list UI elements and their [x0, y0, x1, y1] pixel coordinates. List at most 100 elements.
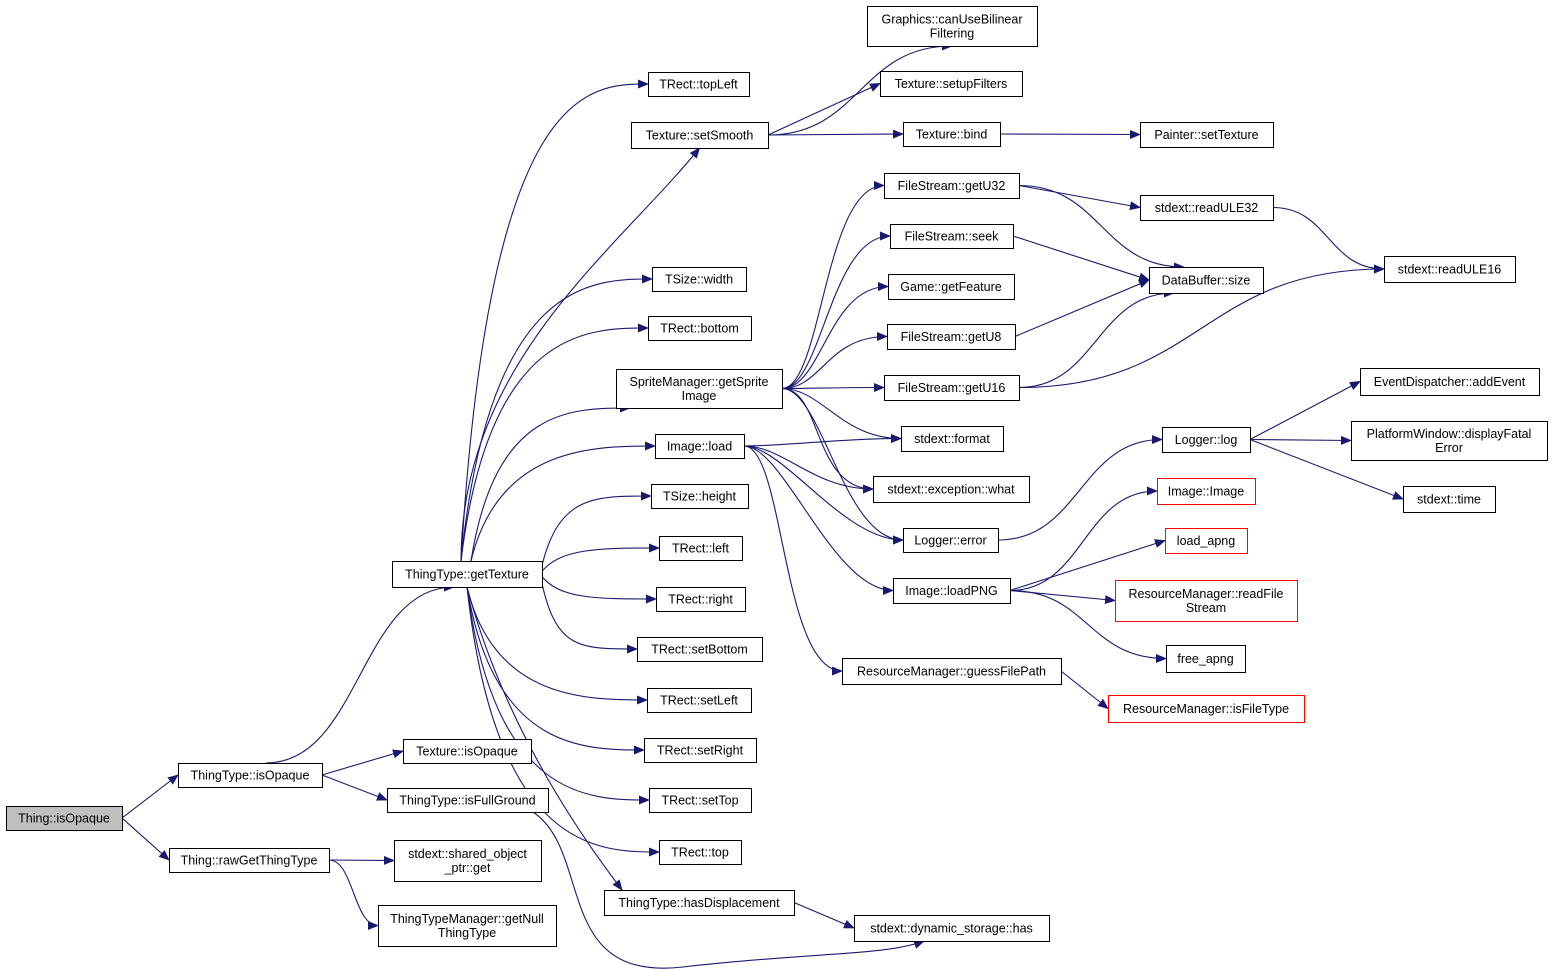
node-label-line: _ptr::get [444, 861, 491, 875]
node-box [178, 763, 323, 788]
node-stdext-format[interactable]: stdext::format [901, 426, 1004, 452]
node-box [1149, 267, 1264, 294]
node-ed-addevent[interactable]: EventDispatcher::addEvent [1360, 368, 1540, 396]
edge-fs_getu32-to-stdext_readule32 [1018, 184, 1141, 211]
node-fs-getu8[interactable]: FileStream::getU8 [887, 324, 1016, 350]
node-painter-settexture[interactable]: Painter::setTexture [1140, 122, 1274, 148]
node-trect-settop[interactable]: TRect::setTop [649, 788, 752, 813]
node-stdext-exwhat[interactable]: stdext::exception::what [873, 476, 1030, 503]
node-databuffer-size[interactable]: DataBuffer::size [1149, 267, 1264, 294]
node-game-getfeature[interactable]: Game::getFeature [888, 274, 1015, 300]
node-label-line: DataBuffer::size [1162, 274, 1251, 288]
node-tsize-height[interactable]: TSize::height [651, 484, 749, 509]
edge-tt_gettexture-to-tex_setsmooth [460, 147, 701, 562]
edge-fs_seek-to-databuffer_size [1012, 235, 1150, 282]
node-label-line: load_apng [1177, 534, 1235, 548]
node-label-line: Image::Image [1168, 485, 1244, 499]
node-trect-right[interactable]: TRect::right [656, 587, 746, 612]
node-label-line: Texture::setSmooth [646, 129, 754, 143]
node-image-loadpng[interactable]: Image::loadPNG [893, 578, 1011, 604]
node-box [631, 122, 769, 149]
node-stdext-time[interactable]: stdext::time [1403, 486, 1496, 513]
node-box [1351, 421, 1548, 461]
edge-tt_gettexture-to-trect_left [539, 543, 660, 575]
node-tt-gettexture[interactable]: ThingType::getTexture [392, 561, 543, 588]
node-tex-isopaque[interactable]: Texture::isOpaque [403, 739, 532, 764]
node-fs-seek[interactable]: FileStream::seek [890, 224, 1014, 249]
node-trect-setleft[interactable]: TRect::setLeft [647, 688, 752, 713]
node-load-apng[interactable]: load_apng [1165, 528, 1248, 554]
node-tt-hasdisp[interactable]: ThingType::hasDisplacement [604, 890, 795, 916]
node-tt-isopaque[interactable]: ThingType::isOpaque [178, 763, 323, 788]
node-thing-isopaque[interactable]: Thing::isOpaque [6, 806, 123, 831]
node-fs-getu32[interactable]: FileStream::getU32 [884, 173, 1020, 199]
node-box [169, 848, 330, 873]
node-free-apng[interactable]: free_apng [1166, 645, 1246, 673]
node-logger-error[interactable]: Logger::error [903, 528, 999, 553]
edge-sm_getsprite-to-stdext_exwhat [781, 387, 874, 494]
node-box [394, 840, 542, 882]
node-label-line: stdext::dynamic_storage::has [870, 922, 1033, 936]
edge-tex_bind-to-painter_settexture [999, 129, 1141, 139]
node-box [842, 658, 1062, 685]
edge-image_load-to-image_loadpng [743, 445, 894, 595]
node-label-line: Texture::bind [916, 128, 988, 142]
edge-tt_gettexture-to-image_load [470, 441, 656, 562]
node-shared-get[interactable]: stdext::shared_object_ptr::get [394, 840, 542, 882]
node-tex-bind[interactable]: Texture::bind [903, 122, 1001, 147]
node-tex-setsmooth[interactable]: Texture::setSmooth [631, 122, 769, 149]
node-tt-isfullground[interactable]: ThingType::isFullGround [387, 788, 549, 813]
node-box [656, 587, 746, 612]
edge-tt_isfullground-to-stdext_dynhas [532, 811, 925, 969]
edge-tt_gettexture-to-trect_setbottom [539, 573, 638, 654]
node-trect-setbottom[interactable]: TRect::setBottom [637, 637, 763, 662]
node-trect-topleft[interactable]: TRect::topLeft [648, 72, 750, 97]
node-trect-top[interactable]: TRect::top [659, 840, 742, 865]
node-label-line: FileStream::getU8 [901, 330, 1002, 344]
node-stdext-readule32[interactable]: stdext::readULE32 [1140, 195, 1274, 221]
node-label-line: ResourceManager::isFileType [1123, 702, 1289, 716]
node-box [6, 806, 123, 831]
edge-tt_gettexture-to-trect_settop [466, 586, 650, 805]
edge-image_load-to-stdext_exwhat [743, 445, 874, 494]
edge-sm_getsprite-to-fs_getu16 [781, 383, 885, 393]
node-tt-rawget[interactable]: Thing::rawGetThingType [169, 848, 330, 873]
node-tsize-width[interactable]: TSize::width [652, 267, 747, 292]
node-trect-setright[interactable]: TRect::setRight [644, 738, 757, 763]
node-label-line: stdext::shared_object [408, 847, 527, 861]
edge-tt_gettexture-to-trect_setleft [466, 586, 648, 705]
node-box [884, 375, 1020, 401]
node-logger-log[interactable]: Logger::log [1162, 427, 1251, 453]
node-fs-getu16[interactable]: FileStream::getU16 [884, 375, 1020, 401]
node-rm-isfiletype[interactable]: ResourceManager::isFileType [1108, 695, 1305, 723]
node-stdext-readule16[interactable]: stdext::readULE16 [1384, 256, 1516, 283]
node-image-image[interactable]: Image::Image [1157, 478, 1256, 505]
node-label-line: TRect::setRight [657, 744, 744, 758]
node-label-line: Filtering [930, 27, 975, 41]
edge-tt_gettexture-to-sm_getsprite [470, 403, 631, 562]
edge-sm_getsprite-to-fs_getu32 [781, 181, 885, 390]
node-label-line: FileStream::seek [905, 230, 1000, 244]
edge-rm_guess-to-rm_isfiletype [1060, 670, 1109, 710]
node-trect-left[interactable]: TRect::left [659, 536, 743, 561]
node-label-line: TRect::setBottom [651, 643, 748, 657]
edge-fs_getu16-to-databuffer_size [1018, 288, 1175, 389]
edge-image_loadpng-to-load_apng [1009, 539, 1166, 592]
node-box [903, 528, 999, 553]
node-image-load[interactable]: Image::load [655, 434, 745, 459]
edge-tt_isopaque-to-tex_isopaque [321, 749, 404, 776]
node-box [1115, 580, 1298, 622]
node-box [1166, 645, 1246, 673]
node-rm-guess[interactable]: ResourceManager::guessFilePath [842, 658, 1062, 685]
node-box [651, 484, 749, 509]
node-tex-setupfilters[interactable]: Texture::setupFilters [880, 71, 1023, 97]
edge-thing_isopaque-to-tt_rawget [121, 817, 170, 861]
node-box [1157, 478, 1256, 505]
node-trect-bottom[interactable]: TRect::bottom [648, 316, 752, 341]
node-stdext-dynhas[interactable]: stdext::dynamic_storage::has [854, 915, 1050, 942]
